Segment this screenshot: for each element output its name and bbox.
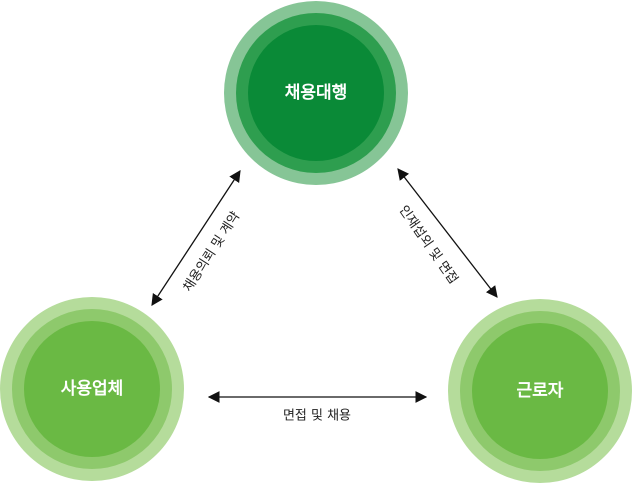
edge-agency-company: 채용의뢰 및 계약 <box>151 170 244 306</box>
edge-agency-worker-label: 인재섭외 및 면접 <box>395 203 460 287</box>
node-agency-label: 채용대행 <box>285 83 348 103</box>
edge-agency-worker-arrow <box>397 168 498 298</box>
edge-agency-worker: 인재섭외 및 면접 <box>395 168 498 298</box>
node-worker-label: 근로자 <box>517 381 564 401</box>
edge-agency-company-label: 채용의뢰 및 계약 <box>181 209 244 294</box>
node-company-label: 사용업체 <box>61 379 124 399</box>
node-agency: 채용대행 <box>224 1 408 185</box>
edge-company-worker-label: 면접 및 채용 <box>283 409 351 424</box>
node-company-core <box>24 321 160 457</box>
node-agency-core <box>248 25 384 161</box>
edge-agency-company-arrow <box>151 170 241 306</box>
node-company: 사용업체 <box>0 297 184 481</box>
node-worker: 근로자 <box>448 299 632 483</box>
node-worker-core <box>472 323 608 459</box>
edge-company-worker: 면접 및 채용 <box>207 391 428 424</box>
